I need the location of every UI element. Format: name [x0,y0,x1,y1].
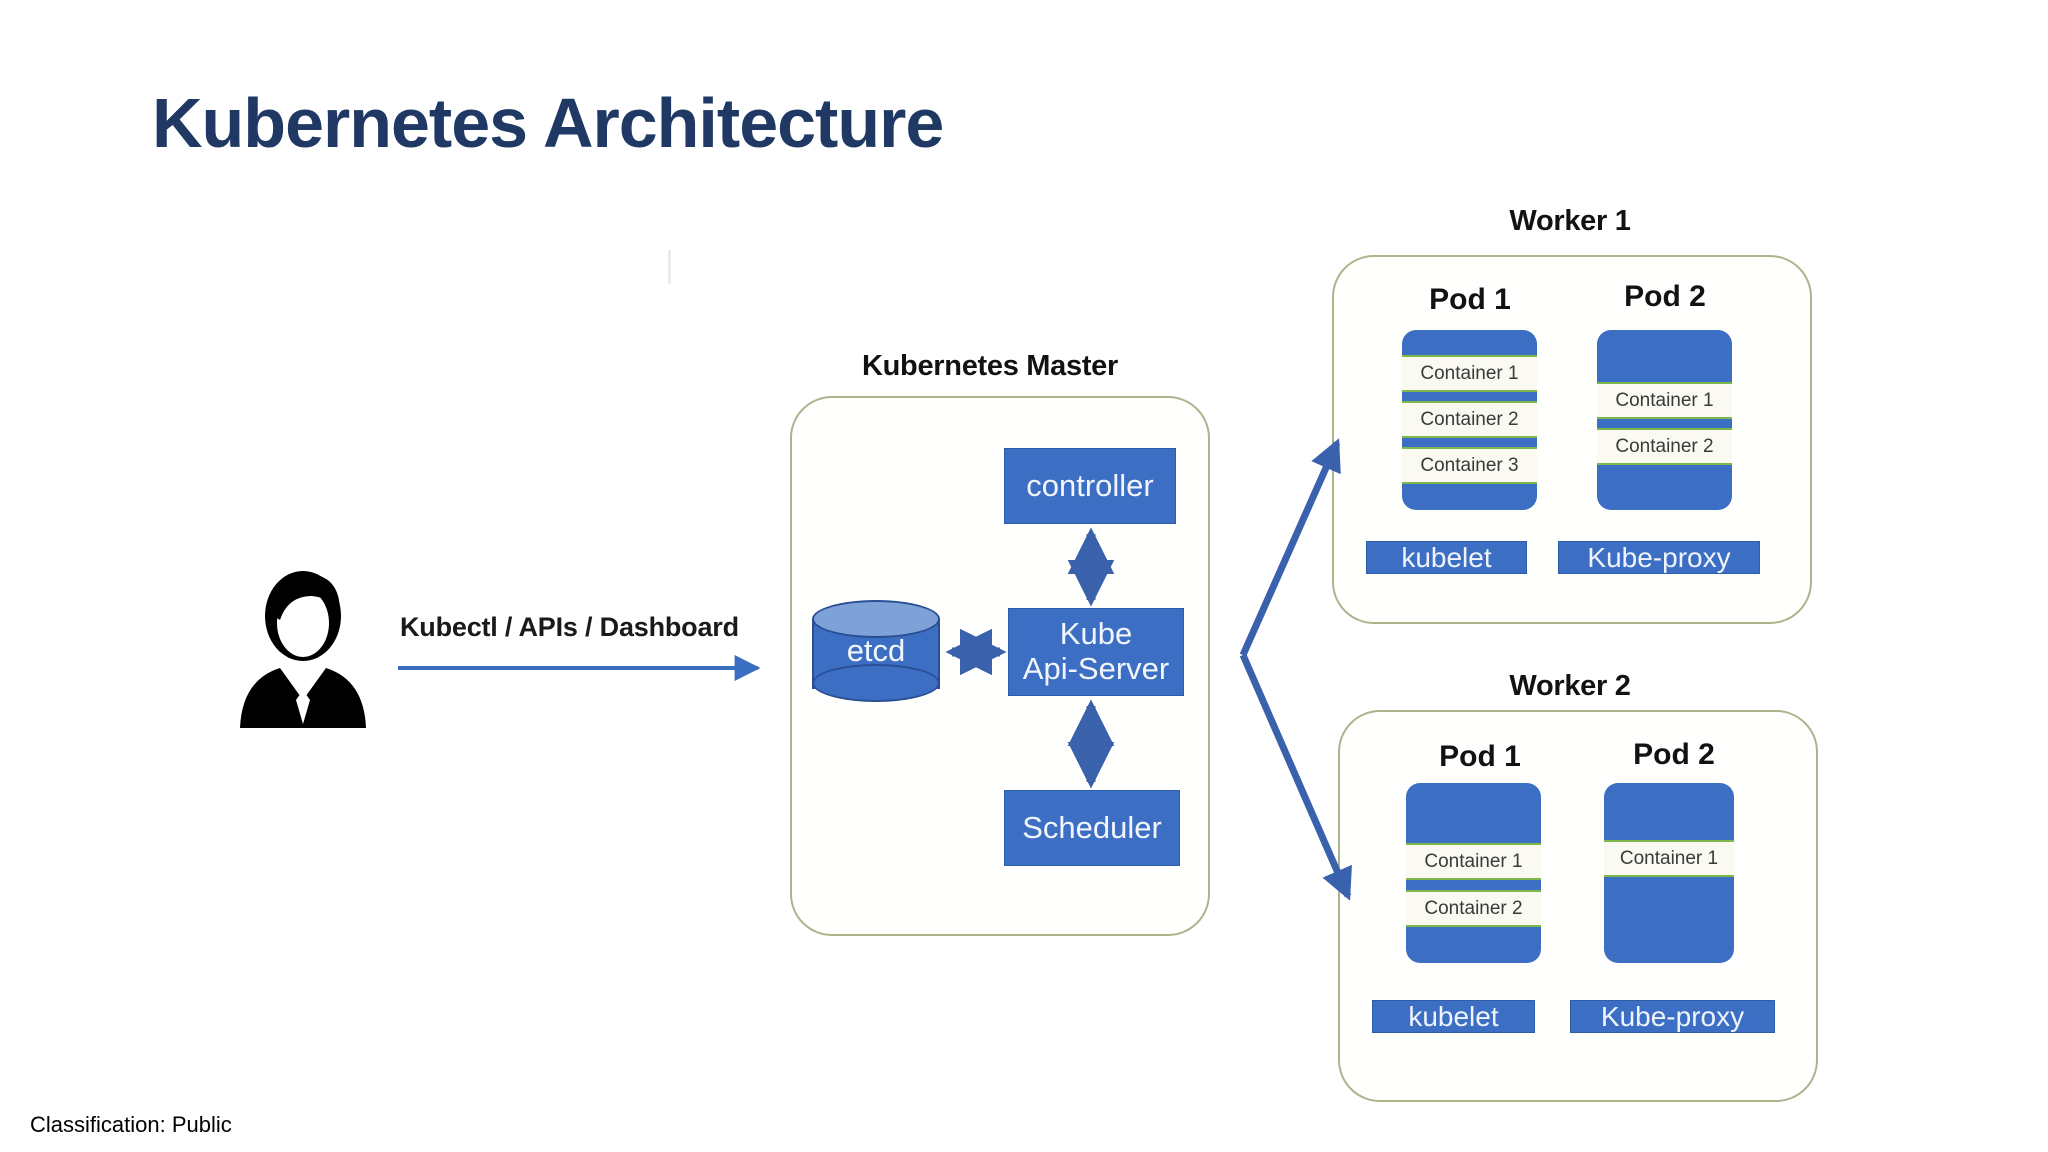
worker-1-pod-1[interactable]: Container 1 Container 2 Container 3 [1402,330,1537,510]
worker-1-label: Worker 1 [1509,205,1631,237]
scan-artifact [668,250,671,284]
kube-proxy-label: Kube-proxy [1600,1000,1745,1032]
container-strip: Container 1 [1604,840,1734,877]
container-strip: Container 1 [1597,382,1732,419]
container-strip: Container 1 [1406,843,1541,880]
worker-2-pod-1-label: Pod 1 [1439,740,1521,773]
container-strip: Container 3 [1402,447,1537,484]
worker-2-label: Worker 2 [1509,670,1631,702]
container-strip: Container 2 [1597,428,1732,465]
controller-box[interactable]: controller [1004,448,1176,524]
worker-2-kube-proxy[interactable]: Kube-proxy [1570,1000,1775,1033]
container-strip: Container 2 [1402,401,1537,438]
kubelet-label: kubelet [1408,1000,1499,1032]
etcd-label: etcd [846,633,906,668]
kube-api-server-box[interactable]: Kube Api-Server [1008,608,1184,696]
kubelet-label: kubelet [1401,541,1492,573]
kubernetes-master-label: Kubernetes Master [862,350,1118,382]
container-strip: Container 1 [1402,355,1537,392]
worker-1-pod-1-label: Pod 1 [1429,283,1511,316]
scheduler-box[interactable]: Scheduler [1004,790,1180,866]
container-strip: Container 2 [1406,890,1541,927]
worker-2-kubelet[interactable]: kubelet [1372,1000,1535,1033]
page-title: Kubernetes Architecture [152,84,944,162]
etcd-cylinder-bottom [812,664,940,702]
user-avatar-icon [228,568,378,728]
kube-proxy-label: Kube-proxy [1587,541,1731,573]
api-server-label-line2: Api-Server [1022,651,1170,686]
api-server-label-line1: Kube [1059,616,1133,652]
worker-2-pod-1[interactable]: Container 1 Container 2 [1406,783,1541,963]
worker-2-pod-2[interactable]: Container 1 [1604,783,1734,963]
etcd-datastore[interactable]: etcd [812,600,940,702]
worker-1-kube-proxy[interactable]: Kube-proxy [1558,541,1760,574]
worker-1-pod-2-label: Pod 2 [1624,280,1706,313]
etcd-cylinder-top [812,600,940,638]
worker-2-pod-2-label: Pod 2 [1633,738,1715,771]
scheduler-label: Scheduler [1022,809,1162,845]
arrow-master-to-worker-1 [1239,438,1341,657]
classification-footer: Classification: Public [30,1112,232,1137]
worker-1-pod-2[interactable]: Container 1 Container 2 [1597,330,1732,510]
worker-1-kubelet[interactable]: kubelet [1366,541,1527,574]
kubectl-connection-label: Kubectl / APIs / Dashboard [400,612,739,642]
controller-label: controller [1026,467,1154,503]
